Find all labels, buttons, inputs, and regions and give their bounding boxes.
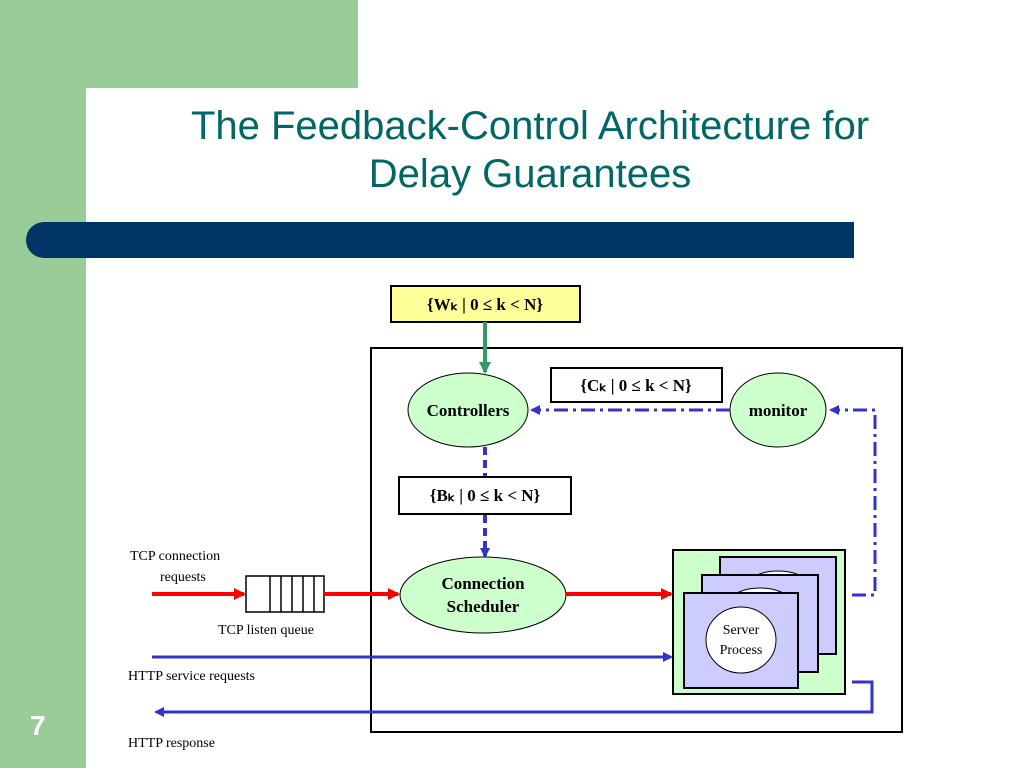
c-set-box: {Cₖ | 0 ≤ k < N} [550,367,723,403]
http-response-label: HTTP response [128,736,215,751]
slide-title-line2: Delay Guarantees [368,152,692,196]
controllers-label: Controllers [427,401,510,420]
monitor-node: monitor [729,372,827,448]
w-set-box: {Wₖ | 0 ≤ k < N} [390,285,581,323]
controllers-node: Controllers [407,372,529,448]
slide-title-line1: The Feedback-Control Architecture for [190,104,870,148]
server-label-line1: Server [723,623,760,638]
tcp-requests-label-line1: TCP connection [130,549,220,564]
b-set-label: {Bₖ | 0 ≤ k < N} [430,486,541,505]
left-green-bar [0,0,86,768]
title-underline-band [26,222,854,258]
server-process-stack: Server Process [683,556,837,689]
monitor-label: monitor [749,401,808,420]
connection-scheduler-node: Connection Scheduler [399,556,567,634]
w-set-label: {Wₖ | 0 ≤ k < N} [427,295,543,314]
scheduler-label-line2: Scheduler [447,597,520,616]
slide-number: 7 [30,710,46,741]
http-response-arrow [154,680,874,717]
b-set-box: {Bₖ | 0 ≤ k < N} [398,476,572,515]
http-service-requests-label: HTTP service requests [128,669,255,684]
slide-title: The Feedback-Control Architecture for De… [100,102,960,198]
scheduler-label-line1: Connection [441,574,525,593]
tcp-requests-label-line2: requests [160,570,206,585]
tcp-queue-label: TCP listen queue [218,623,314,638]
server-label-line2: Process [720,643,763,658]
server-to-monitor-arrow [829,405,877,597]
c-set-label: {Cₖ | 0 ≤ k < N} [580,376,692,395]
tcp-listen-queue [245,575,325,613]
